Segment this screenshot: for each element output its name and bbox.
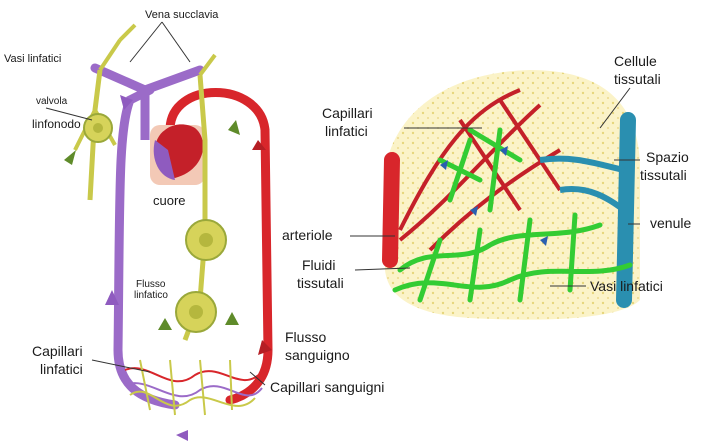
lymph-node-middle bbox=[186, 220, 226, 260]
venule-vessel bbox=[624, 120, 628, 300]
label-valvola: valvola bbox=[36, 96, 68, 107]
label-spazio-tissutali-2: tissutali bbox=[640, 167, 687, 183]
label-flusso-sanguigno-2: sanguigno bbox=[285, 347, 350, 363]
label-cuore: cuore bbox=[153, 193, 186, 208]
heart bbox=[150, 124, 205, 185]
label-flusso-linfatico-2: linfatico bbox=[134, 290, 168, 301]
capillary-bed bbox=[125, 360, 262, 415]
label-vasi-linfatici-right: Vasi linfatici bbox=[590, 278, 663, 294]
label-vena-succlavia: Vena succlavia bbox=[145, 9, 219, 21]
label-capillari-linfatici-left-1: Capillari bbox=[32, 343, 83, 359]
label-flusso-sanguigno-1: Flusso bbox=[285, 329, 326, 345]
label-cellule-tissutali-1: Cellule bbox=[614, 53, 657, 69]
arteriole-vessel bbox=[390, 160, 392, 260]
label-fluidi-tissutali-1: Fluidi bbox=[302, 257, 335, 273]
label-flusso-linfatico-1: Flusso bbox=[136, 279, 166, 290]
left-circulation-diagram bbox=[46, 22, 272, 441]
label-cellule-tissutali-2: tissutali bbox=[614, 71, 661, 87]
label-fluidi-tissutali-2: tissutali bbox=[297, 275, 344, 291]
label-capillari-sanguigni: Capillari sanguigni bbox=[270, 379, 384, 395]
label-linfonodo: linfonodo bbox=[32, 117, 81, 131]
label-capillari-linfatici-right-1: Capillari bbox=[322, 105, 373, 121]
lymph-node-bottom bbox=[176, 292, 216, 332]
left-labels: Vena succlavia Vasi linfatici valvola li… bbox=[4, 9, 384, 395]
subclavian-vein bbox=[95, 68, 200, 90]
lymph-node-top bbox=[84, 114, 112, 142]
label-arteriole: arteriole bbox=[282, 227, 333, 243]
label-capillari-linfatici-left-2: linfatici bbox=[40, 361, 83, 377]
label-capillari-linfatici-right-2: linfatici bbox=[325, 123, 368, 139]
label-vasi-linfatici-left: Vasi linfatici bbox=[4, 53, 61, 65]
label-venule: venule bbox=[650, 215, 691, 231]
label-spazio-tissutali-1: Spazio bbox=[646, 149, 689, 165]
